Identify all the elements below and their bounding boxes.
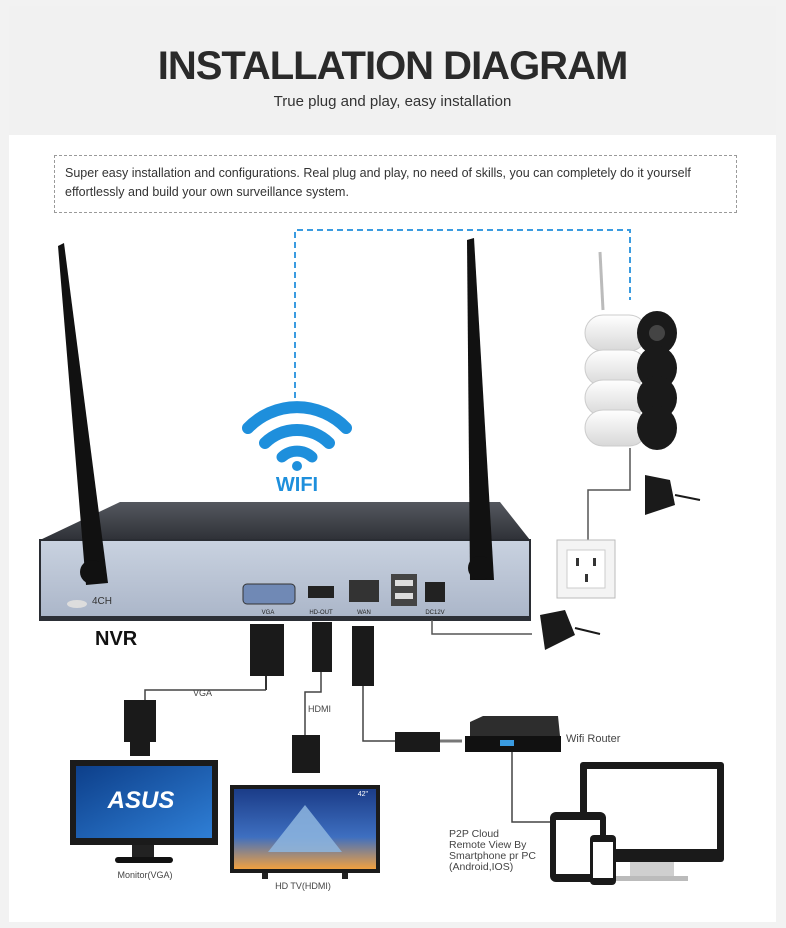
camera-power-adapter-icon <box>645 475 701 515</box>
vga-port <box>242 583 296 605</box>
page-title: INSTALLATION DIAGRAM <box>157 44 629 88</box>
smartphone-device <box>590 835 616 885</box>
nvr-antenna-left <box>58 243 108 585</box>
wifi-router <box>465 716 561 752</box>
svg-text:Smartphone pr PC: Smartphone pr PC <box>449 850 536 862</box>
svg-text:DC12V: DC12V <box>425 610 444 616</box>
nvr-label: NVR <box>95 628 138 650</box>
page-subtitle: True plug and play, easy installation <box>273 93 512 110</box>
svg-text:Remote View By: Remote View By <box>449 839 527 851</box>
hdmi-cable <box>292 622 332 773</box>
vga-cable <box>144 624 284 700</box>
wifi-cameras <box>584 251 677 450</box>
wifi-link-dashed-line <box>294 229 631 398</box>
nvr-antenna-right <box>467 238 494 580</box>
wall-socket-icon <box>556 539 616 599</box>
nvr-device: VGA HD-OUT WAN DC12V 4CH <box>39 502 531 621</box>
hdmi-port <box>308 586 334 598</box>
nvr-power-line <box>431 620 532 635</box>
hdmi-cable-label: HDMI <box>308 704 331 714</box>
p2p-description: P2P Cloud Remote View By Smartphone pr P… <box>449 828 536 873</box>
wan-port <box>349 580 379 602</box>
wifi-label: WIFI <box>276 474 318 496</box>
usb-ports <box>391 574 417 606</box>
svg-text:HD-OUT: HD-OUT <box>309 610 333 616</box>
camera-power-line <box>587 448 631 545</box>
dc-port <box>425 582 445 602</box>
svg-text:4CH: 4CH <box>92 596 112 607</box>
intro-text: Super easy installation and configuratio… <box>54 155 737 213</box>
svg-text:P2P Cloud: P2P Cloud <box>449 828 499 840</box>
header-banner: INSTALLATION DIAGRAM True plug and play,… <box>9 6 776 135</box>
tv-size-label: 42" <box>358 791 369 798</box>
monitor-brand-logo: ASUS <box>107 787 175 814</box>
tv-label: HD TV(HDMI) <box>275 881 331 891</box>
router-remote-line <box>511 752 555 823</box>
wifi-router-label: Wifi Router <box>566 733 621 745</box>
monitor-label: Monitor(VGA) <box>117 870 172 880</box>
svg-text:(Android,IOS): (Android,IOS) <box>449 861 513 873</box>
wifi-icon <box>242 401 352 471</box>
vga-cable-label: VGA <box>193 688 212 698</box>
nvr-power-adapter-icon <box>540 610 601 650</box>
monitor-vga <box>70 700 218 863</box>
hd-tv <box>230 785 380 879</box>
ethernet-cable <box>352 626 462 752</box>
svg-text:WAN: WAN <box>357 610 371 616</box>
svg-text:VGA: VGA <box>262 610 275 616</box>
